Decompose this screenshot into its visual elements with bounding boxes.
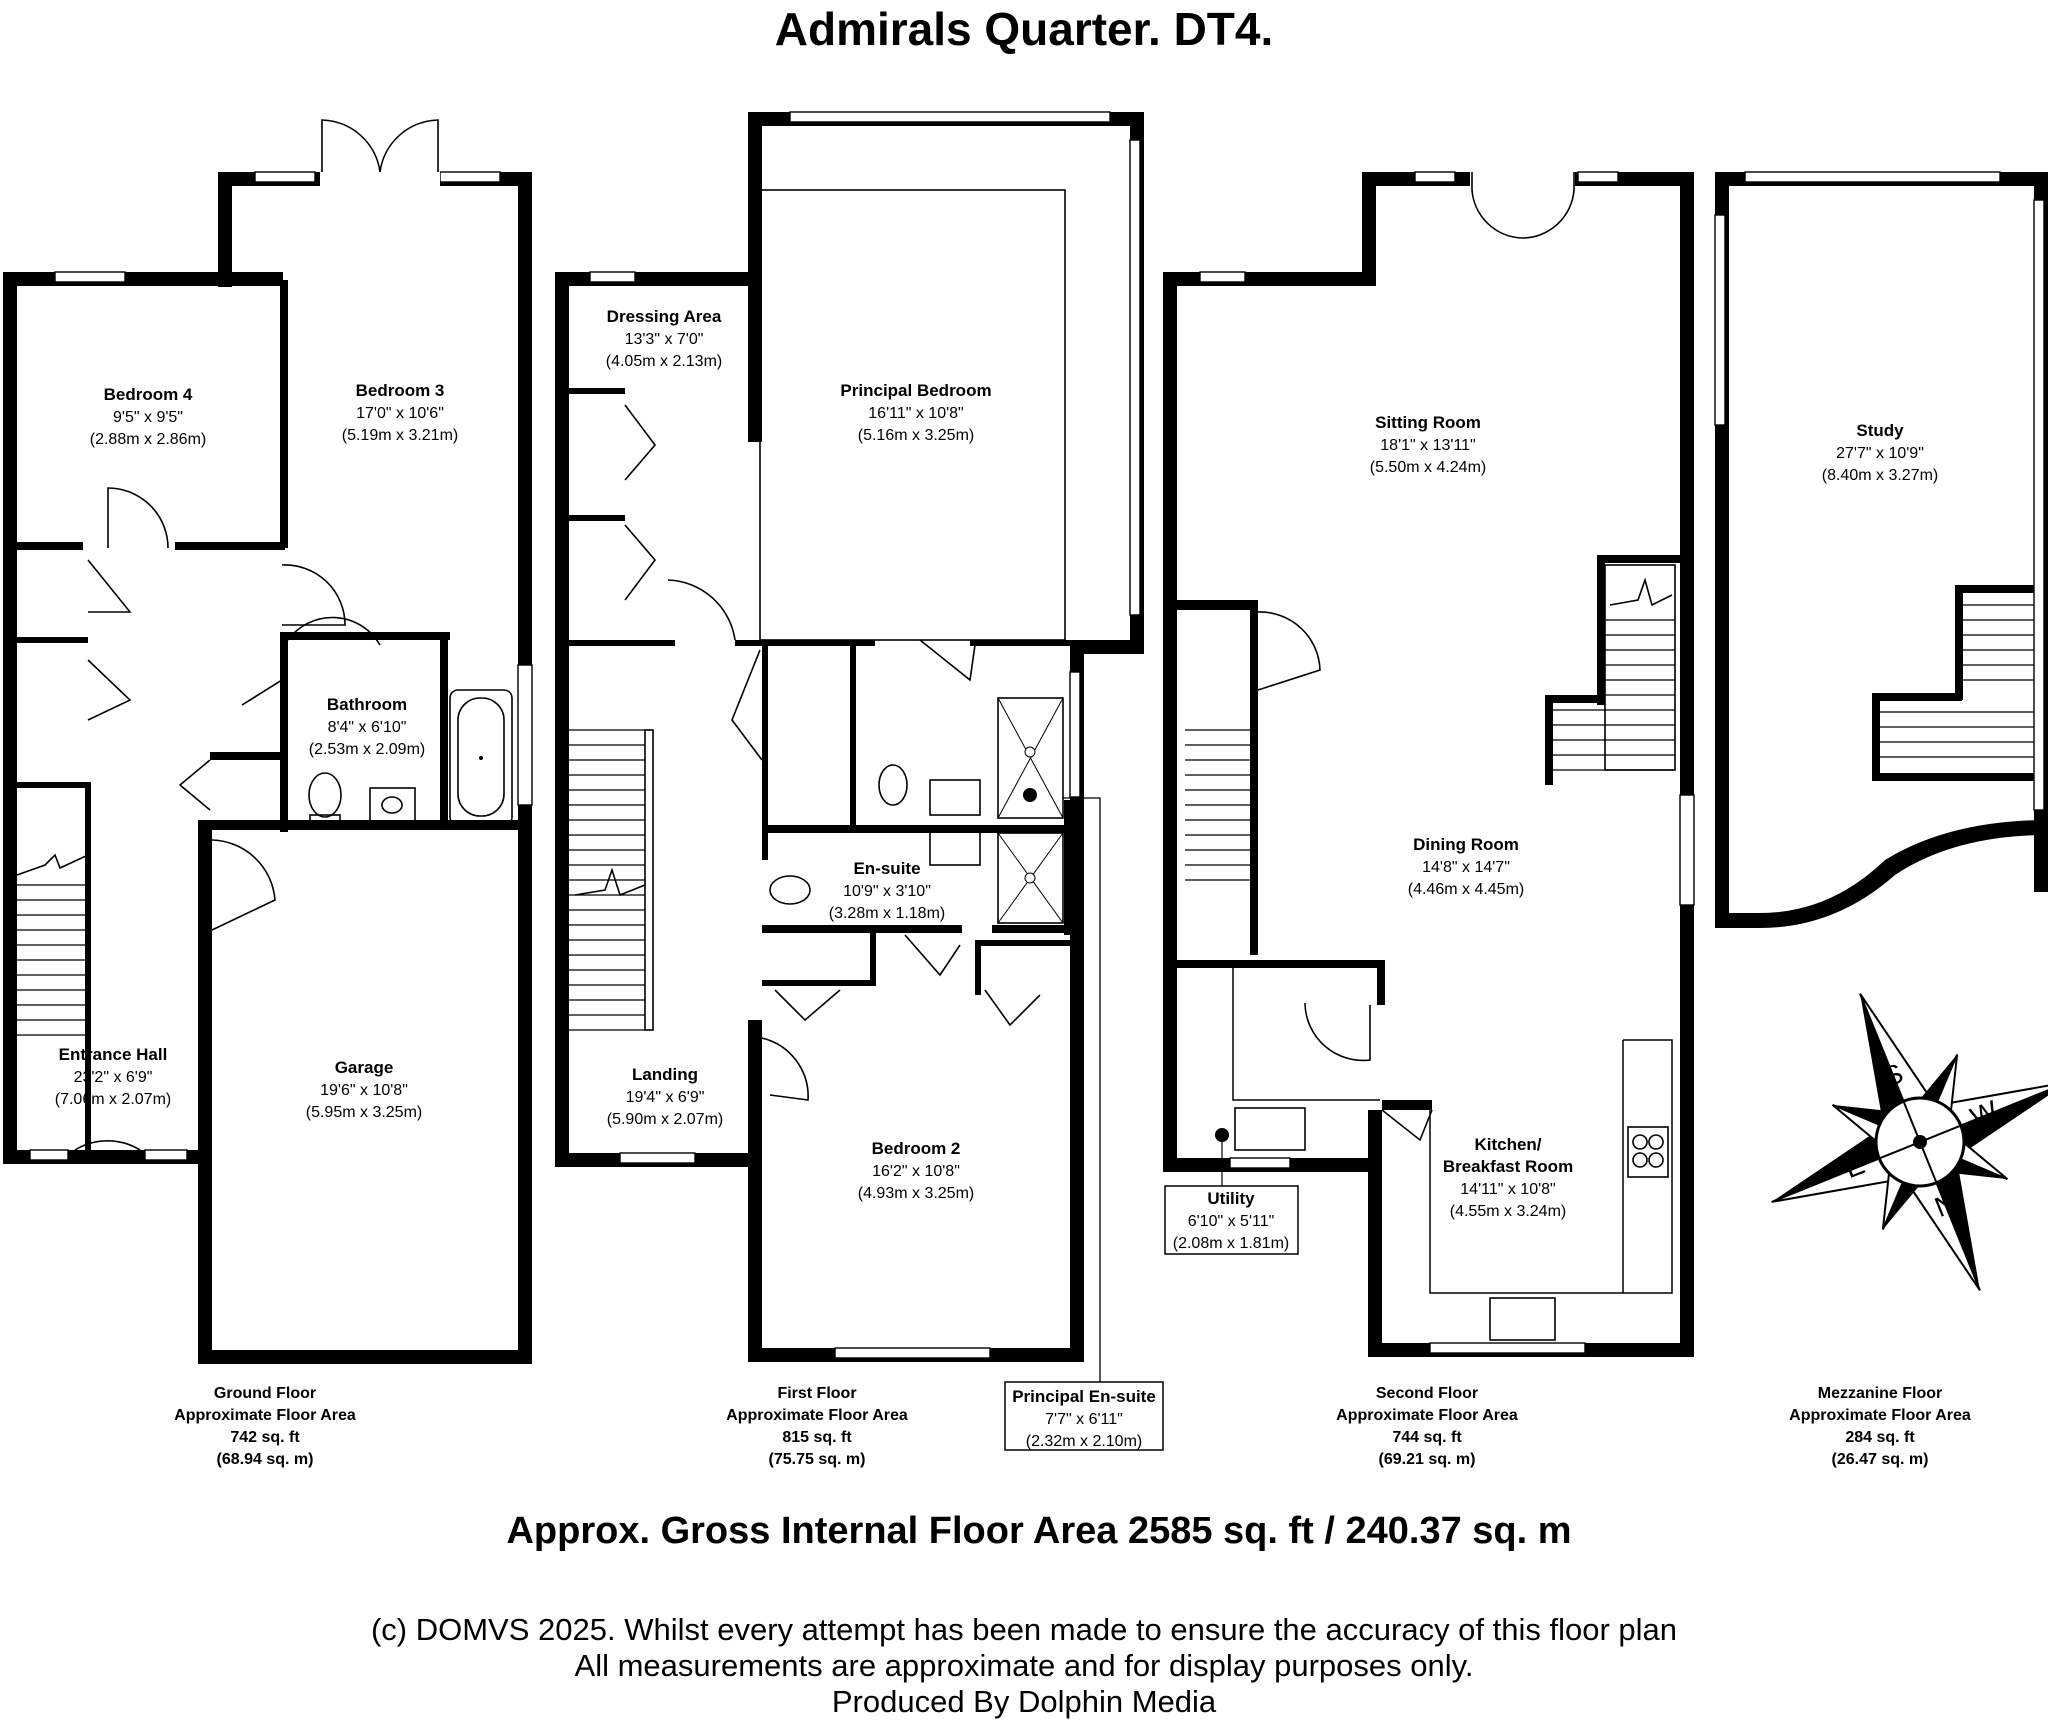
room-dim-entrance-hall: 23'2" x 6'9"	[74, 1069, 153, 1086]
room-metric-study: (8.40m x 3.27m)	[1822, 467, 1938, 484]
room-metric-landing: (5.90m x 2.07m)	[607, 1111, 723, 1128]
room-dim-dressing-area: 13'3" x 7'0"	[625, 331, 704, 348]
room-metric-bedroom-2: (4.93m x 3.25m)	[858, 1185, 974, 1202]
room-metric-dining-room: (4.46m x 4.45m)	[1408, 881, 1524, 898]
room-label-kitchen: Kitchen/	[1474, 1135, 1541, 1154]
room-dim-sitting-room: 18'1" x 13'11"	[1380, 437, 1475, 454]
second-floor-plan	[1163, 168, 1695, 1357]
floor-sqft-first: 815 sq. ft	[782, 1429, 852, 1446]
ground-floor-plan	[3, 119, 533, 1364]
first-floor-plan	[555, 111, 1144, 1390]
room-label-bathroom: Bathroom	[327, 695, 407, 714]
disclaimer-line-3: Produced By Dolphin Media	[831, 1684, 1217, 1719]
floor-sub-ground: Approximate Floor Area	[174, 1407, 356, 1424]
room-dim-garage: 19'6" x 10'8"	[320, 1082, 408, 1099]
room-metric-bedroom-3: (5.19m x 3.21m)	[342, 427, 458, 444]
room-label-bedroom-4: Bedroom 4	[104, 385, 193, 404]
room-metric-principal-en-suite: (2.32m x 2.10m)	[1026, 1433, 1142, 1450]
room-metric-dressing-area: (4.05m x 2.13m)	[606, 353, 722, 370]
floor-sub-first: Approximate Floor Area	[726, 1407, 908, 1424]
mezzanine-floor-plan	[1714, 171, 2048, 928]
floor-sqm-first: (75.75 sq. m)	[769, 1451, 866, 1468]
room-dim-utility: 6'10" x 5'11"	[1188, 1213, 1275, 1230]
room-label-principal-en-suite: Principal En-suite	[1012, 1387, 1156, 1406]
room-label-dining-room: Dining Room	[1413, 835, 1519, 854]
room-metric-bathroom: (2.53m x 2.09m)	[309, 741, 425, 758]
room-metric-garage: (5.95m x 3.25m)	[306, 1104, 422, 1121]
floor-sub-second: Approximate Floor Area	[1336, 1407, 1518, 1424]
room-label-sitting-room: Sitting Room	[1375, 413, 1481, 432]
floor-sqm-mezzanine: (26.47 sq. m)	[1832, 1451, 1929, 1468]
room-dim-principal-en-suite: 7'7" x 6'11"	[1045, 1411, 1123, 1428]
room-metric-en-suite: (3.28m x 1.18m)	[829, 905, 945, 922]
room-label-landing: Landing	[632, 1065, 698, 1084]
room-dim-dining-room: 14'8" x 14'7"	[1422, 859, 1510, 876]
floor-name-second: Second Floor	[1376, 1385, 1478, 1402]
floor-sqft-second: 744 sq. ft	[1392, 1429, 1462, 1446]
compass-rose: S W N E	[1771, 993, 2048, 1291]
room-label-study: Study	[1856, 421, 1904, 440]
room-label-bedroom-2: Bedroom 2	[872, 1139, 961, 1158]
room-metric-utility: (2.08m x 1.81m)	[1173, 1235, 1289, 1252]
floor-name-first: First Floor	[777, 1385, 856, 1402]
room-metric-principal-bedroom: (5.16m x 3.25m)	[858, 427, 974, 444]
floor-sub-mezzanine: Approximate Floor Area	[1789, 1407, 1971, 1424]
room-label-entrance-hall: Entrance Hall	[59, 1045, 168, 1064]
room-label-garage: Garage	[335, 1058, 394, 1077]
floor-name-mezzanine: Mezzanine Floor	[1818, 1385, 1942, 1402]
room-dim-bedroom-2: 16'2" x 10'8"	[872, 1163, 960, 1180]
room-metric-sitting-room: (5.50m x 4.24m)	[1370, 459, 1486, 476]
disclaimer-line-2: All measurements are approximate and for…	[574, 1648, 1474, 1683]
room-metric-entrance-hall: (7.06m x 2.07m)	[55, 1091, 171, 1108]
room-dim-bedroom-3: 17'0" x 10'6"	[356, 405, 444, 422]
room-label-bedroom-3: Bedroom 3	[356, 381, 445, 400]
room-dim-bedroom-4: 9'5" x 9'5"	[113, 409, 183, 426]
room-label-principal-bedroom: Principal Bedroom	[840, 381, 991, 400]
floor-sqft-mezzanine: 284 sq. ft	[1845, 1429, 1915, 1446]
room-dim-kitchen: 14'11" x 10'8"	[1460, 1181, 1555, 1198]
floor-sqft-ground: 742 sq. ft	[230, 1429, 300, 1446]
room-dim-bathroom: 8'4" x 6'10"	[328, 719, 407, 736]
room-label-dressing-area: Dressing Area	[607, 307, 722, 326]
room-dim-en-suite: 10'9" x 3'10"	[843, 883, 931, 900]
disclaimer-line-1: (c) DOMVS 2025. Whilst every attempt has…	[370, 1612, 1678, 1647]
floor-name-ground: Ground Floor	[214, 1385, 316, 1402]
room-dim-landing: 19'4" x 6'9"	[626, 1089, 705, 1106]
floor-sqm-second: (69.21 sq. m)	[1379, 1451, 1476, 1468]
room-metric-bedroom-4: (2.88m x 2.86m)	[90, 431, 206, 448]
room-label-utility: Utility	[1207, 1189, 1255, 1208]
gross-internal-area: Approx. Gross Internal Floor Area 2585 s…	[506, 1510, 1572, 1552]
room-metric-kitchen: (4.55m x 3.24m)	[1450, 1203, 1566, 1220]
room-dim-study: 27'7" x 10'9"	[1836, 445, 1924, 462]
floor-sqm-ground: (68.94 sq. m)	[217, 1451, 314, 1468]
room-dim-principal-bedroom: 16'11" x 10'8"	[868, 405, 963, 422]
page-title: Admirals Quarter. DT4.	[774, 3, 1274, 55]
room-label-kitchen-line2: Breakfast Room	[1443, 1157, 1573, 1176]
room-label-en-suite: En-suite	[853, 859, 920, 878]
